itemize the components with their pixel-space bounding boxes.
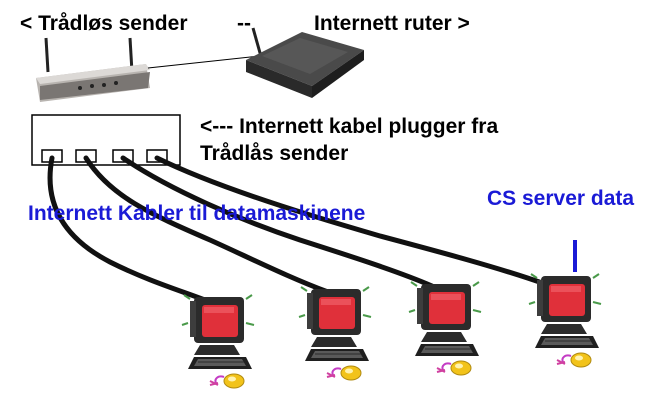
cables [47,155,548,305]
computer-icon [408,281,482,376]
separator-label: -- [237,12,251,35]
internet-router-icon [246,27,364,98]
cable-plug-label-line1: <--- Internett kabel plugger fra [200,115,499,138]
wireless-sender-icon [36,37,150,102]
internet-router-label: Internett ruter > [314,12,470,35]
cables-to-computers-label: Internett Kabler til datamaskinene [28,202,366,225]
server-computer-icon [528,273,602,368]
computer-icon [298,286,372,381]
server-label: CS server data [487,187,635,210]
connection-line [147,55,261,69]
wireless-sender-label: < Trådløs sender [20,12,188,35]
computer-icon [181,294,255,389]
cable-plug-label-line2: Trådlås sender [200,142,349,165]
